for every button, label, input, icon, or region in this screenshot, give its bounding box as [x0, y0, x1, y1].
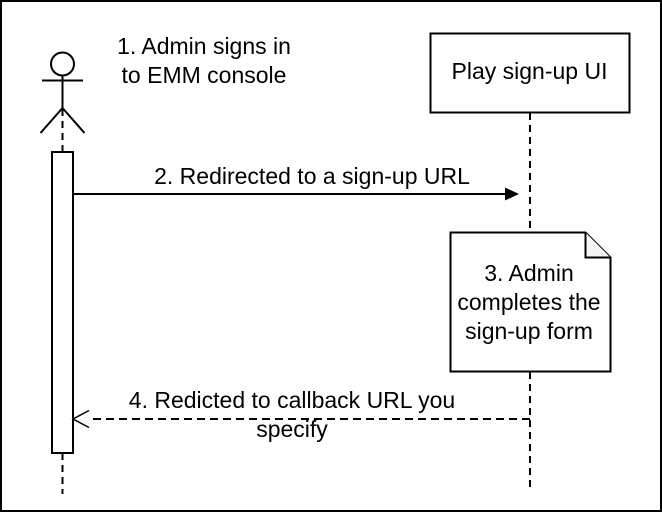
message-arrow-callback [71, 409, 530, 429]
note-label: 3. Admin completes the sign-up form [457, 260, 601, 344]
activation-bar [51, 151, 74, 454]
actor-label: 1. Admin signs in to EMM console [117, 33, 291, 88]
open-arrowhead-icon [71, 409, 90, 429]
actor-icon [39, 51, 86, 134]
message-label-callback: 4. Redicted to callback URL you specify [128, 387, 456, 442]
message-arrow-redirect [73, 187, 519, 201]
filled-arrowhead-icon [505, 187, 519, 201]
participant-box [429, 32, 631, 114]
participant-label-play-signup-ui: Play sign-up UI [451, 58, 608, 84]
note-fold-icon [585, 232, 611, 258]
note-shape [449, 231, 612, 373]
message-label-redirect: 2. Redirected to a sign-up URL [154, 163, 470, 189]
